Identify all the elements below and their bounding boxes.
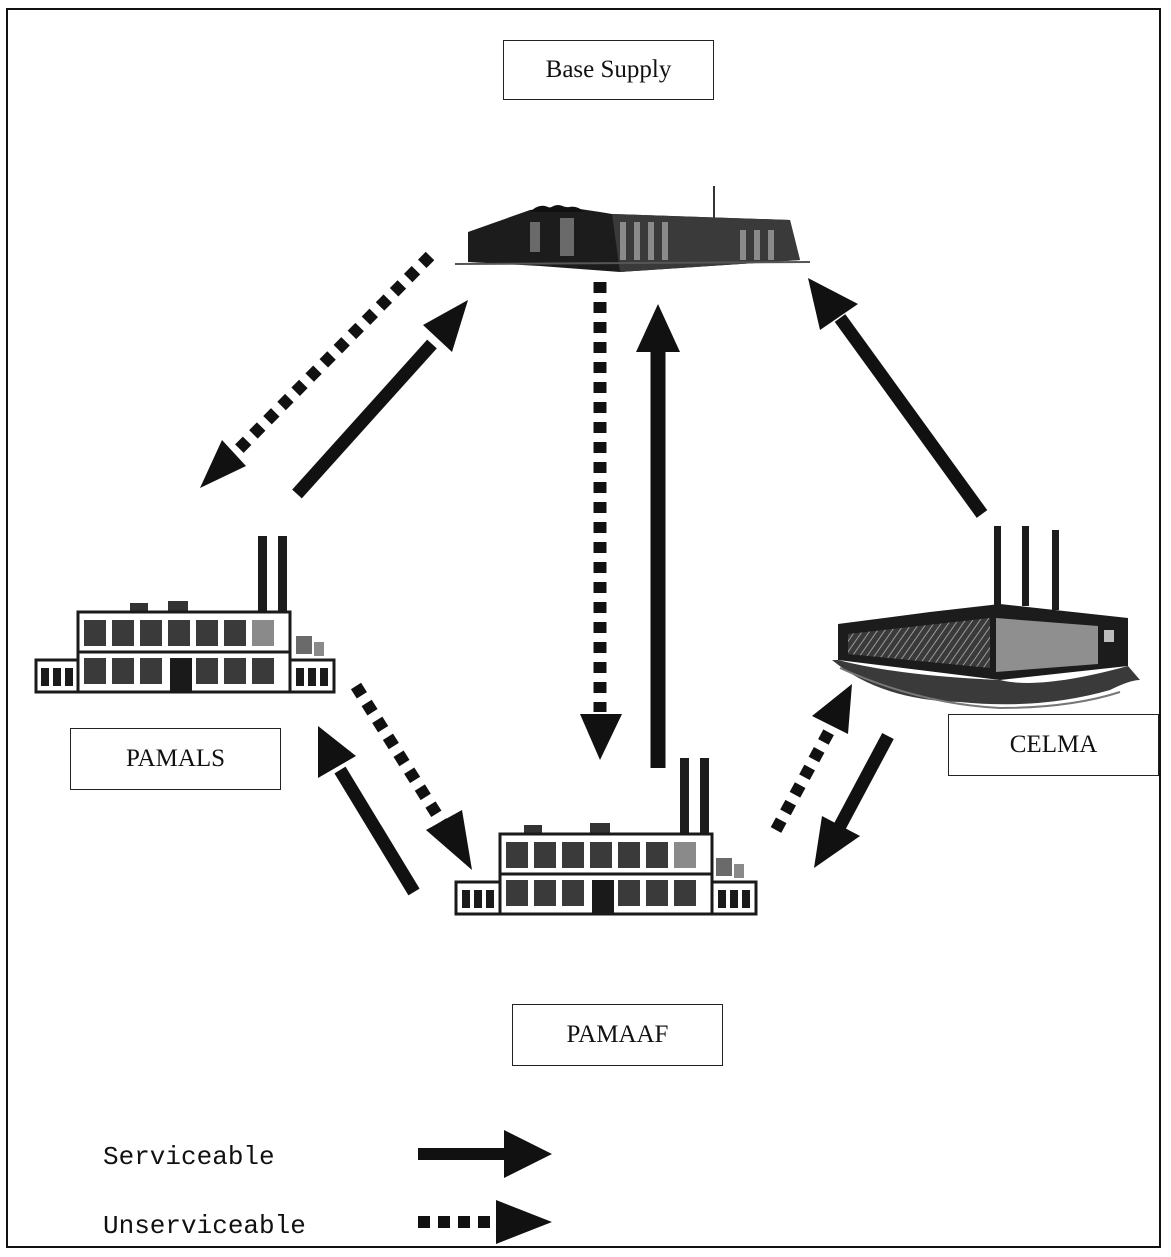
serviceable-arrow-pamaaf-to-base (636, 304, 680, 768)
pamals-label: PAMALS (70, 728, 281, 790)
legend-unserviceable-arrow (418, 1200, 552, 1244)
unserviceable-arrow-base-to-pamaaf (580, 282, 622, 760)
celma-label: CELMA (948, 714, 1159, 776)
unserviceable-arrow-base-to-pamals (200, 251, 435, 488)
diagram-frame (6, 8, 1161, 1248)
pamals-factory-icon (34, 536, 336, 694)
celma-plant-icon (832, 526, 1140, 710)
serviceable-arrow-celma-to-pamaaf (814, 732, 894, 868)
legend-serviceable-label: Serviceable (103, 1142, 275, 1172)
legend-unserviceable-label: Unserviceable (103, 1211, 306, 1241)
pamaaf-label: PAMAAF (512, 1004, 723, 1066)
legend-serviceable-arrow (418, 1130, 552, 1178)
serviceable-arrow-pamals-to-base (292, 300, 468, 499)
pamaaf-factory-icon (454, 758, 758, 916)
base-supply-warehouse-icon (454, 186, 811, 272)
unserviceable-arrow-pamals-to-pamaaf (350, 682, 472, 870)
base-supply-label: Base Supply (503, 40, 714, 100)
unserviceable-arrow-pamaaf-to-celma (770, 684, 852, 833)
serviceable-arrow-pamaaf-to-pamals (318, 726, 420, 896)
serviceable-arrow-celma-to-base (808, 278, 988, 518)
